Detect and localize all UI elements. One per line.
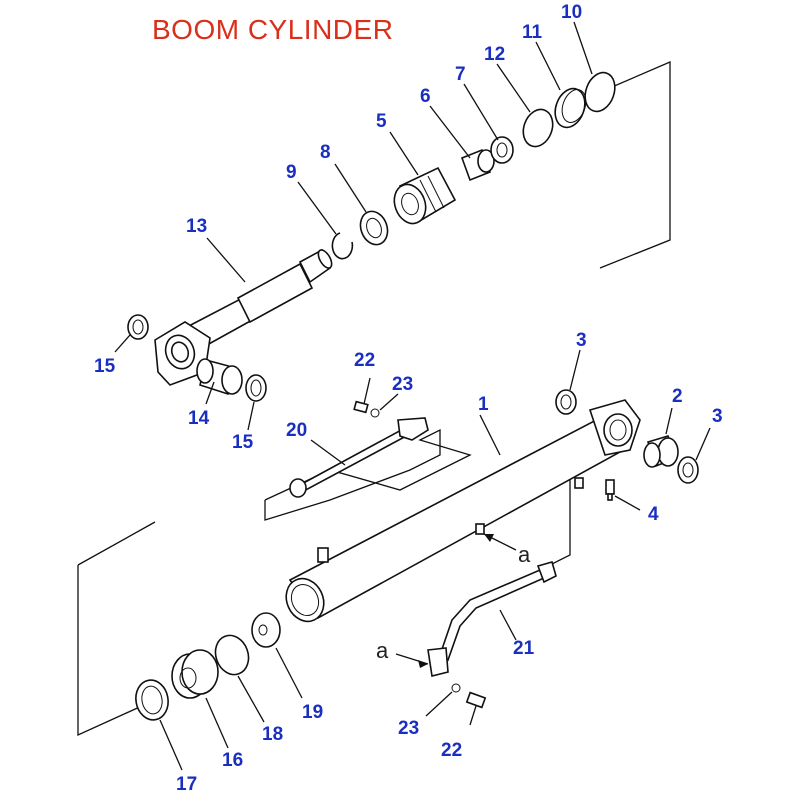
- dust-seal-3-right: [677, 456, 699, 484]
- bushing-2: [643, 435, 679, 468]
- ref-label-a-upper: a: [518, 542, 531, 567]
- dust-seal-15-lower: [245, 374, 267, 402]
- callout-12: 12: [484, 44, 505, 65]
- callout-7: 7: [455, 64, 466, 85]
- callout-4: 4: [648, 504, 659, 525]
- callout-9: 9: [286, 162, 297, 183]
- frame-lines: [77, 61, 671, 737]
- gland-seal-17: [135, 679, 169, 721]
- piston-5: [393, 166, 457, 225]
- ref-arrow-a-lower: a: [376, 638, 429, 668]
- callout-23-upper: 23: [392, 374, 413, 395]
- grease-fitting-4: [605, 479, 615, 501]
- callout-18: 18: [262, 724, 283, 745]
- callout-19: 19: [302, 702, 323, 723]
- cylinder-tube: [285, 399, 641, 623]
- wear-ring-12: [522, 108, 554, 148]
- ref-arrow-a-upper: a: [483, 533, 531, 567]
- callout-6: 6: [420, 86, 431, 107]
- pipe-20: [289, 400, 429, 498]
- callout-3-top: 3: [576, 330, 587, 351]
- ring-7: [490, 136, 514, 164]
- nut-8: [359, 210, 389, 246]
- dust-seal-3-top: [555, 389, 577, 415]
- snap-ring-9: [331, 232, 354, 260]
- callout-5: 5: [376, 111, 387, 132]
- bushing-14: [196, 358, 243, 396]
- callout-22-lower: 22: [441, 740, 462, 761]
- callout-2: 2: [672, 386, 683, 407]
- callout-labels: 1 2 3 3 4 5 6 7 8 9 10 11 12 13 14 15 15…: [94, 2, 723, 795]
- ref-label-a-lower: a: [376, 638, 389, 663]
- leader-lines: [114, 21, 711, 771]
- collar-6: [460, 148, 495, 182]
- callout-17: 17: [176, 774, 197, 795]
- callout-15-upper: 15: [94, 356, 116, 377]
- callout-10: 10: [561, 2, 582, 23]
- callout-23-lower: 23: [398, 718, 419, 739]
- callout-8: 8: [320, 142, 331, 163]
- callout-16: 16: [222, 750, 243, 771]
- nut-19: [251, 612, 281, 648]
- callout-3-right: 3: [712, 406, 723, 427]
- callout-20: 20: [286, 420, 307, 441]
- bushing-18: [214, 634, 250, 676]
- callout-13: 13: [186, 216, 207, 237]
- pipe-21: [427, 561, 557, 709]
- callout-21: 21: [513, 638, 535, 659]
- ring-10: [584, 71, 616, 113]
- diagram-title: BOOM CYLINDER: [152, 14, 394, 45]
- callout-22-upper: 22: [354, 350, 375, 371]
- dust-seal-15-upper: [127, 314, 149, 340]
- callout-1: 1: [478, 394, 489, 415]
- cylinder-head-16: [171, 649, 219, 699]
- callout-15-lower: 15: [232, 432, 254, 453]
- piston-ring-11: [554, 87, 587, 129]
- callout-14: 14: [188, 408, 210, 429]
- callout-11: 11: [522, 22, 543, 43]
- piston-rod: [154, 248, 333, 386]
